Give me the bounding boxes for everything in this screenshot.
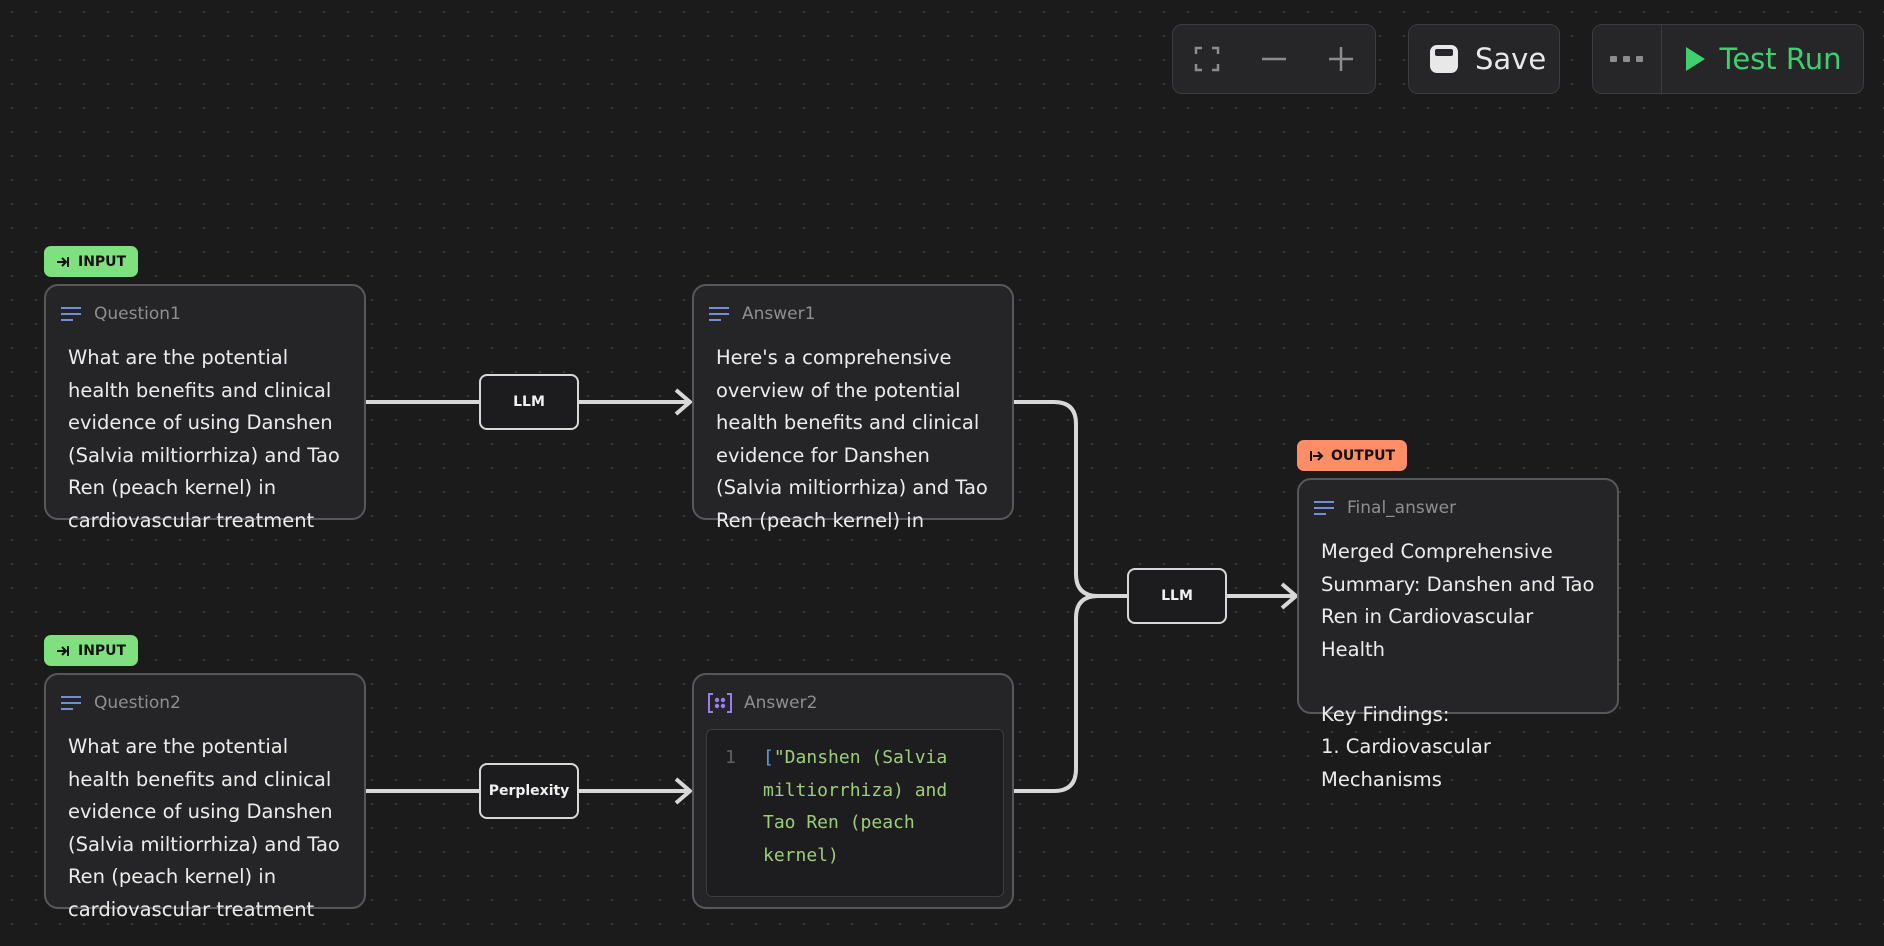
- text-lines-icon: [61, 307, 81, 321]
- test-run-button[interactable]: Test Run: [1662, 42, 1863, 76]
- minus-icon: [1261, 57, 1286, 61]
- edge-label-llm-top[interactable]: LLM: [479, 374, 579, 430]
- node-title: Answer2: [744, 693, 818, 713]
- code-viewer[interactable]: 1 ["Danshen (Salvia miltiorrhiza) and Ta…: [706, 729, 1004, 897]
- text-lines-icon: [709, 307, 729, 321]
- arrowhead-answer1: [674, 388, 692, 416]
- play-icon: [1685, 47, 1705, 71]
- input-tag-label: INPUT: [78, 253, 127, 270]
- edge-label-llm-merge[interactable]: LLM: [1127, 568, 1227, 624]
- text-lines-icon: [1314, 501, 1334, 515]
- node-title: Question1: [94, 304, 181, 324]
- edge-answer1-merge: [1014, 400, 1099, 598]
- output-tag-label: OUTPUT: [1331, 447, 1395, 464]
- input-tag-label: INPUT: [78, 642, 127, 659]
- output-icon: [1310, 450, 1324, 461]
- test-run-label: Test Run: [1719, 42, 1842, 76]
- node-content: Here's a comprehensive overview of the p…: [716, 346, 995, 532]
- more-icon: [1610, 56, 1643, 62]
- code-bracket: [: [763, 747, 774, 768]
- node-title: Question2: [94, 693, 181, 713]
- edge-answer2-merge: [1014, 594, 1099, 793]
- code-string: "Danshen (Salvia miltiorrhiza) and Tao R…: [763, 747, 959, 866]
- fit-view-button[interactable]: [1182, 34, 1232, 84]
- node-final-answer[interactable]: Final_answer Merged Comprehensive Summar…: [1297, 478, 1619, 791]
- node-question2[interactable]: Question2 What are the potential health …: [44, 673, 366, 921]
- plus-icon: [1329, 47, 1354, 71]
- node-content: What are the potential health benefits a…: [68, 735, 347, 921]
- code-content: ["Danshen (Salvia miltiorrhiza) and Tao …: [763, 742, 985, 872]
- line-number: 1: [725, 747, 736, 768]
- zoom-in-button[interactable]: [1316, 34, 1366, 84]
- node-answer1[interactable]: Answer1 Here's a comprehensive overview …: [692, 284, 1014, 532]
- node-title: Final_answer: [1347, 498, 1457, 518]
- fit-view-icon: [1194, 46, 1219, 72]
- node-content: Merged Comprehensive Summary: Danshen an…: [1321, 540, 1595, 791]
- run-controls: Test Run: [1592, 24, 1864, 94]
- arrowhead-final: [1280, 582, 1298, 610]
- node-question1[interactable]: Question1 What are the potential health …: [44, 284, 366, 532]
- json-array-icon: [708, 693, 732, 713]
- text-lines-icon: [61, 696, 81, 710]
- node-title: Answer1: [742, 304, 816, 324]
- input-tag-question1: INPUT: [44, 246, 139, 277]
- save-label: Save: [1475, 42, 1547, 76]
- save-button[interactable]: Save: [1408, 24, 1560, 94]
- node-answer2[interactable]: Answer2 1 ["Danshen (Salvia miltiorrhiza…: [692, 673, 1014, 909]
- input-icon: [57, 256, 69, 267]
- arrowhead-answer2: [674, 777, 692, 805]
- zoom-controls: [1172, 24, 1376, 94]
- output-tag-final: OUTPUT: [1297, 440, 1407, 471]
- zoom-out-button[interactable]: [1249, 34, 1299, 84]
- input-tag-question2: INPUT: [44, 635, 139, 666]
- edge-label-perplexity[interactable]: Perplexity: [479, 763, 579, 819]
- more-options-button[interactable]: [1593, 25, 1662, 93]
- input-icon: [57, 645, 69, 656]
- node-content: What are the potential health benefits a…: [68, 346, 347, 532]
- save-icon: [1430, 45, 1458, 73]
